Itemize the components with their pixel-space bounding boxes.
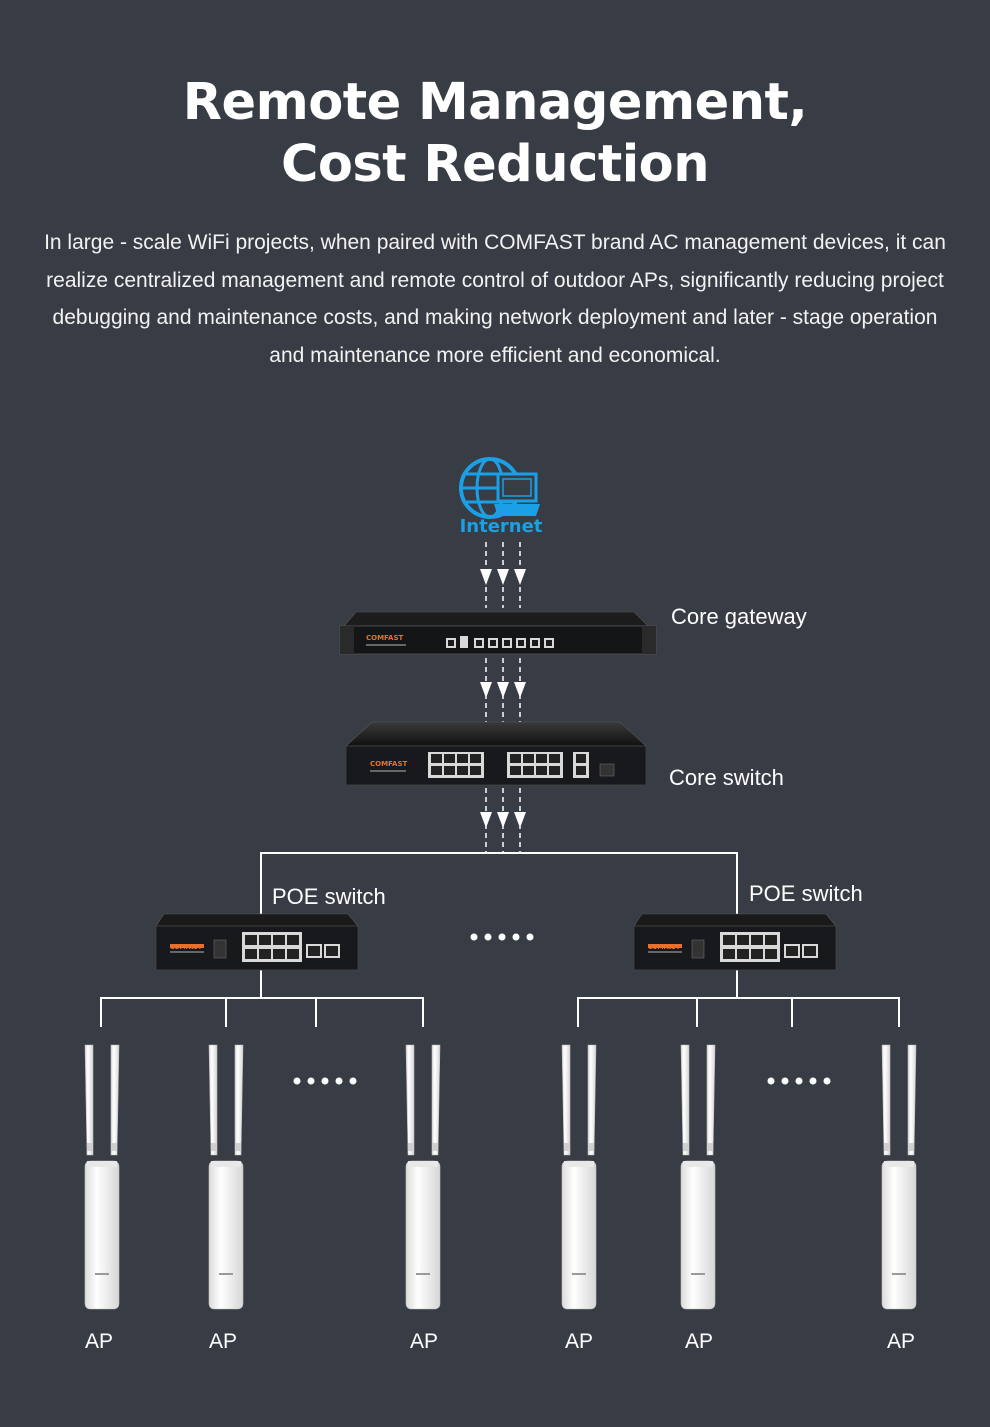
core-gateway-device: COMFAST: [339, 611, 657, 655]
arrows-internet-to-gateway: [485, 542, 521, 608]
poe-switch-left-label: POE switch: [272, 884, 386, 909]
ap-device: [84, 1044, 120, 1310]
poe-switch-right-label: POE switch: [749, 881, 863, 906]
ap-label: AP: [684, 1330, 714, 1353]
svg-text:COMFAST: COMFAST: [366, 634, 403, 642]
connector-lines: [100, 852, 900, 1027]
ap-device: [680, 1044, 716, 1310]
ap-label: AP: [409, 1330, 439, 1353]
ap-label: AP: [208, 1330, 238, 1353]
internet-icon: Internet: [459, 457, 543, 537]
arrowheads-1: [480, 569, 526, 585]
poe-switch-right-device: COMFAST: [633, 913, 837, 971]
ap-label: AP: [886, 1330, 916, 1353]
core-switch-device: COMFAST: [345, 721, 647, 786]
ap-device: [881, 1044, 917, 1310]
ap-device: [561, 1044, 597, 1310]
internet-label: Internet: [460, 516, 543, 537]
svg-text:COMFAST: COMFAST: [170, 944, 203, 951]
ap-device: [405, 1044, 441, 1310]
svg-text:COMFAST: COMFAST: [648, 944, 681, 951]
title-line-2: Cost Reduction: [280, 135, 710, 194]
ap-label: AP: [564, 1330, 594, 1353]
ap-device: [208, 1044, 244, 1310]
page-title: Remote Management, Cost Reduction: [0, 72, 990, 196]
title-line-1: Remote Management,: [182, 73, 808, 132]
core-switch-label: Core switch: [669, 765, 784, 790]
ellipsis-dots-icon: [470, 933, 534, 941]
core-gateway-label: Core gateway: [671, 604, 807, 629]
arrowheads-3: [480, 812, 526, 828]
ellipsis-dots-icon: [293, 1077, 357, 1085]
ellipsis-dots-icon: [767, 1077, 831, 1085]
svg-text:COMFAST: COMFAST: [370, 760, 407, 768]
ap-label: AP: [84, 1330, 114, 1353]
description-text: In large - scale WiFi projects, when pai…: [44, 231, 946, 367]
arrowheads-2: [480, 682, 526, 698]
poe-switch-left-device: COMFAST: [155, 913, 359, 971]
